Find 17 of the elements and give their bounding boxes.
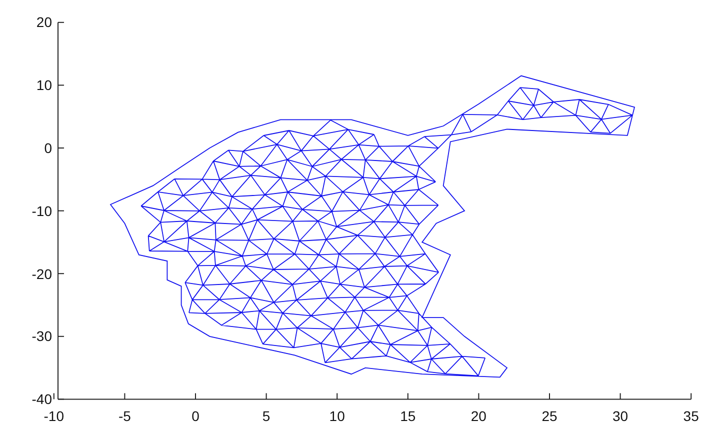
axis-tick-label: 10 [36, 77, 52, 94]
axis-tick-label: -40 [32, 391, 52, 408]
axis-tick-label: 0 [192, 408, 200, 424]
axis-tick-label: -20 [32, 266, 52, 282]
axis-tick-label: 10 [329, 408, 345, 424]
axis-tick-label: 30 [612, 408, 628, 424]
axis-tick-label: 20 [470, 408, 486, 424]
axis-tick-label: 25 [542, 408, 558, 424]
axis-tick-label: -10 [44, 408, 64, 424]
axis-tick-label: 0 [44, 140, 52, 156]
axis-tick-label: -10 [32, 202, 52, 219]
axis-tick-label: 15 [400, 408, 416, 424]
axis-tick-label: 5 [262, 408, 270, 424]
axis-tick-label: 35 [683, 408, 699, 424]
axis-tick-label: 20 [36, 14, 52, 30]
axis-tick-label: -5 [118, 408, 131, 424]
axis-tick-label: -30 [32, 328, 52, 344]
